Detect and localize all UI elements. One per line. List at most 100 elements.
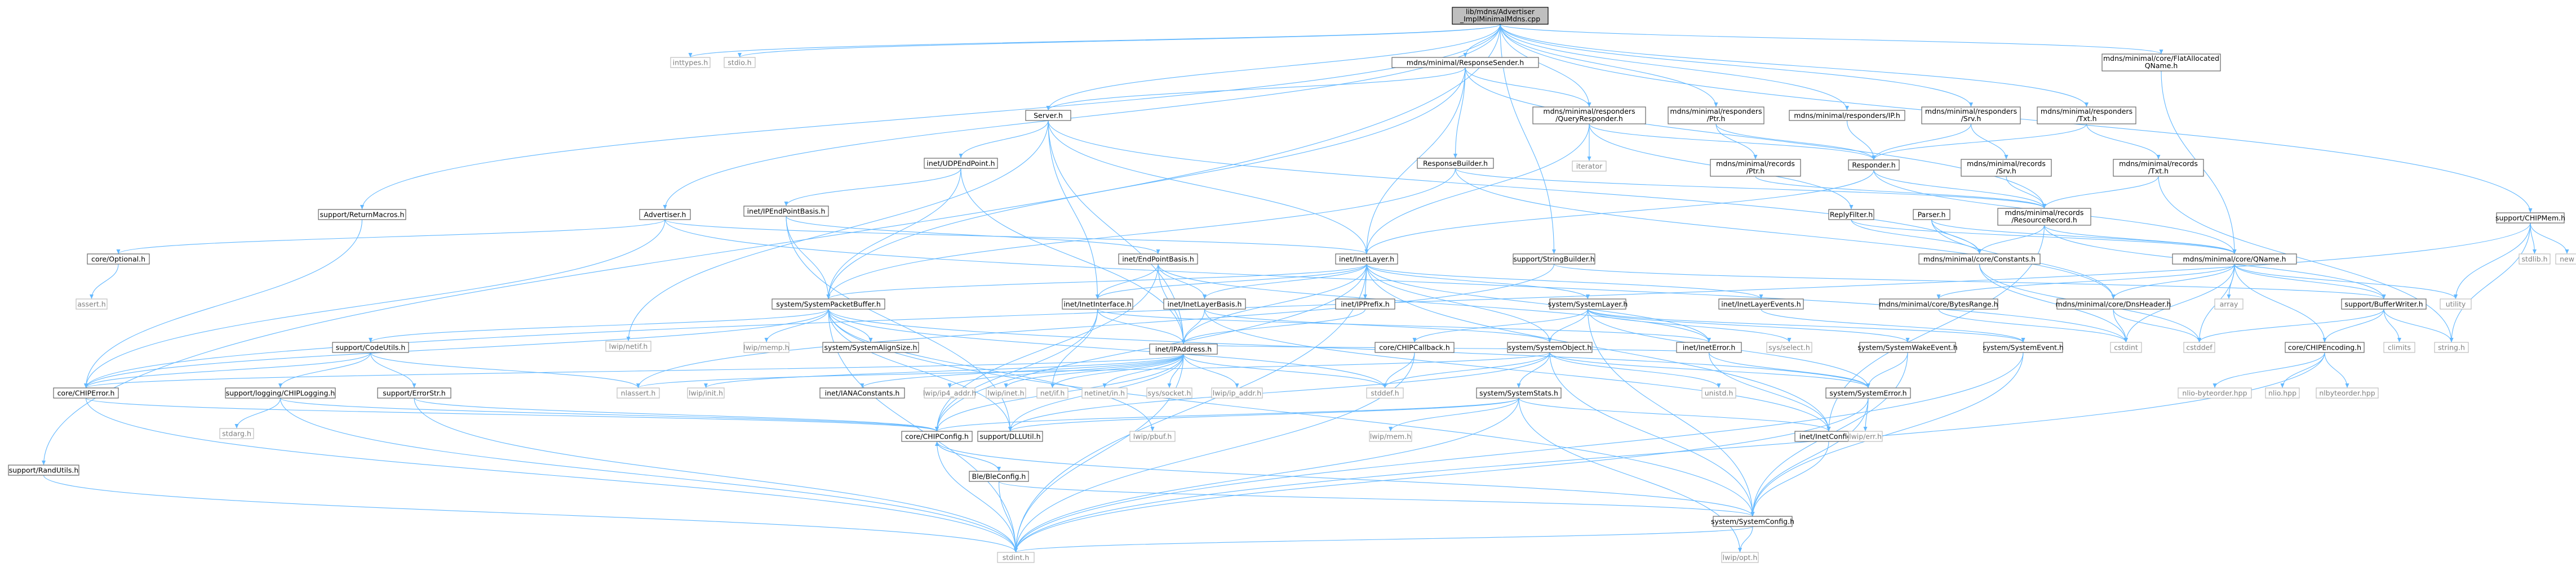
node-box-loggingchip bbox=[225, 387, 336, 399]
arrowhead-root-to-flatqname bbox=[2159, 50, 2163, 54]
arrowhead-chiperror-to-stdint bbox=[1014, 548, 1018, 552]
node-chiperror[interactable]: core/CHIPError.h bbox=[53, 387, 119, 399]
edge-inetlayer-to-inetconfig bbox=[1366, 264, 1829, 432]
node-label-responsesender: mdns/minimal/ResponseSender.h bbox=[1407, 59, 1524, 67]
arrowhead-advertiser-to-optional bbox=[116, 249, 121, 254]
node-advertiser[interactable]: Advertiser.h bbox=[639, 209, 691, 220]
node-box-systats bbox=[1476, 387, 1562, 399]
node-chipcallback[interactable]: core/CHIPCallback.h bbox=[1375, 342, 1455, 353]
node-resp_txt[interactable]: mdns/minimal/responders/Txt.h bbox=[2037, 106, 2136, 124]
arrowhead-sysobject-to-systats bbox=[1517, 383, 1521, 388]
node-label-queryresponder: /QueryResponder.h bbox=[1555, 114, 1623, 123]
node-randutils[interactable]: support/RandUtils.h bbox=[8, 465, 79, 476]
node-syserror[interactable]: system/SystemError.h bbox=[1825, 387, 1911, 399]
node-optional[interactable]: core/Optional.h bbox=[87, 253, 150, 265]
node-stringbuilder[interactable]: support/StringBuilder.h bbox=[1513, 253, 1595, 265]
edge-dnsheader-to-cstdint bbox=[2113, 309, 2127, 343]
node-resourcerecord[interactable]: mdns/minimal/records/ResourceRecord.h bbox=[1997, 208, 2091, 226]
node-sysconfig[interactable]: system/SystemConfig.h bbox=[1711, 516, 1794, 527]
node-errorstr[interactable]: support/ErrorStr.h bbox=[377, 387, 451, 399]
edge-syserror-to-sysconfig bbox=[1752, 398, 1869, 517]
node-systats[interactable]: system/SystemStats.h bbox=[1476, 387, 1562, 399]
node-server[interactable]: Server.h bbox=[1025, 110, 1071, 121]
arrowhead-udpendpoint-to-ipendpointbasis bbox=[784, 202, 788, 206]
node-box-codeutils bbox=[332, 342, 409, 353]
node-resp_ip[interactable]: mdns/minimal/responders/IP.h bbox=[1789, 110, 1905, 121]
node-box-inttypes bbox=[670, 57, 711, 68]
arrowhead-systats-to-inetconfig bbox=[1826, 427, 1831, 431]
node-rec_ptr[interactable]: mdns/minimal/records/Ptr.h bbox=[1710, 159, 1801, 177]
node-chipconfig[interactable]: core/CHIPConfig.h bbox=[901, 431, 973, 442]
node-returnmacros[interactable]: support/ReturnMacros.h bbox=[318, 209, 406, 220]
node-queryresponder[interactable]: mdns/minimal/responders/QueryResponder.h bbox=[1532, 106, 1646, 124]
node-lwipinet: lwip/inet.h bbox=[986, 387, 1026, 399]
node-dnsheader[interactable]: mdns/minimal/core/DnsHeader.h bbox=[2056, 298, 2171, 310]
node-codeutils[interactable]: support/CodeUtils.h bbox=[332, 342, 409, 353]
edge-codeutils-to-chiperror bbox=[85, 352, 371, 389]
node-rec_txt[interactable]: mdns/minimal/records/Txt.h bbox=[2113, 159, 2204, 177]
node-label-server: Server.h bbox=[1034, 111, 1063, 120]
node-root[interactable]: lib/mdns/Advertiser_ImplMinimalMdns.cpp bbox=[1452, 7, 1549, 25]
edge-responsebuilder-to-resourcerecord bbox=[1455, 168, 2045, 209]
edge-bufferwriter-to-chipencoding bbox=[2324, 309, 2384, 343]
node-ipprefix[interactable]: inet/IPPrefix.h bbox=[1335, 298, 1395, 310]
node-replyfilter[interactable]: ReplyFilter.h bbox=[1828, 209, 1874, 220]
edge-rec_txt-to-resourcerecord bbox=[2043, 176, 2159, 209]
node-ianaconstants[interactable]: inet/IANAConstants.h bbox=[819, 387, 905, 399]
arrowhead-inetconfig-to-sysconfig bbox=[1750, 512, 1755, 516]
node-label-ipaddress: inet/IPAddress.h bbox=[1155, 345, 1212, 354]
node-label-unistd: unistd.h bbox=[1705, 389, 1733, 398]
node-responder[interactable]: Responder.h bbox=[1848, 159, 1900, 171]
node-inetlayerbasis[interactable]: inet/InetLayerBasis.h bbox=[1163, 298, 1246, 310]
node-responsebuilder[interactable]: ResponseBuilder.h bbox=[1417, 158, 1494, 169]
node-bleconfig[interactable]: Ble/BleConfig.h bbox=[969, 471, 1029, 482]
edge-ineterror-to-inetconfig bbox=[1708, 352, 1829, 432]
node-inetlayer[interactable]: inet/InetLayer.h bbox=[1335, 253, 1398, 265]
arrowhead-responsesender-to-server bbox=[1046, 106, 1050, 110]
node-syspacketbuffer[interactable]: system/SystemPacketBuffer.h bbox=[772, 298, 885, 310]
node-parser[interactable]: Parser.h bbox=[1913, 209, 1950, 220]
node-constants[interactable]: mdns/minimal/core/Constants.h bbox=[1918, 253, 2041, 265]
edge-systats-to-inetconfig bbox=[1518, 398, 1829, 432]
node-resp_ptr[interactable]: mdns/minimal/responders/Ptr.h bbox=[1668, 106, 1764, 124]
node-dlutil[interactable]: support/DLLUtil.h bbox=[977, 431, 1043, 442]
arrowhead-root-to-stdio bbox=[738, 53, 742, 57]
node-sysalignsize[interactable]: system/SystemAlignSize.h bbox=[822, 342, 919, 353]
node-box-nlbyteorderhpp bbox=[2178, 387, 2252, 399]
node-chipencoding[interactable]: core/CHIPEncoding.h bbox=[2285, 342, 2365, 353]
node-label-rec_txt: /Txt.h bbox=[2148, 167, 2169, 175]
node-endpointbasis[interactable]: inet/EndPointBasis.h bbox=[1118, 253, 1198, 265]
node-chipmem[interactable]: support/CHIPMem.h bbox=[2495, 212, 2565, 224]
arrowhead-ipaddress-to-lwipipaddr bbox=[1235, 383, 1239, 388]
node-bufferwriter[interactable]: support/BufferWriter.h bbox=[2341, 298, 2427, 310]
node-inetinterface[interactable]: inet/InetInterface.h bbox=[1062, 298, 1133, 310]
node-box-queryresponder bbox=[1532, 106, 1646, 124]
node-ipaddress[interactable]: inet/IPAddress.h bbox=[1149, 343, 1218, 355]
arrowhead-optional-to-assert bbox=[90, 294, 94, 299]
node-rec_srv[interactable]: mdns/minimal/records/Srv.h bbox=[1961, 159, 2052, 177]
node-responsesender[interactable]: mdns/minimal/ResponseSender.h bbox=[1391, 57, 1539, 68]
node-box-syswakeevent bbox=[1859, 342, 1956, 353]
node-syslayer[interactable]: system/SystemLayer.h bbox=[1548, 298, 1628, 310]
node-qname[interactable]: mdns/minimal/core/QName.h bbox=[2172, 253, 2297, 265]
edge-ipendpointbasis-to-endpointbasis bbox=[786, 216, 1159, 255]
arrowhead-syspacketbuffer-to-lwippbuf bbox=[1150, 427, 1155, 431]
node-ineterror[interactable]: inet/InetError.h bbox=[1676, 342, 1742, 353]
node-label-rec_ptr: mdns/minimal/records bbox=[1716, 159, 1795, 168]
node-resp_srv[interactable]: mdns/minimal/responders/Srv.h bbox=[1921, 106, 2021, 124]
node-bytesrange[interactable]: mdns/minimal/core/BytesRange.h bbox=[1879, 298, 1998, 310]
node-ipendpointbasis[interactable]: inet/IPEndPointBasis.h bbox=[743, 206, 829, 217]
node-syswakeevent[interactable]: system/SystemWakeEvent.h bbox=[1857, 342, 1958, 353]
edge-chipencoding-to-nlbyteorderh bbox=[2324, 352, 2348, 389]
node-box-syspacketbuffer bbox=[772, 298, 885, 310]
node-sysevent[interactable]: system/SystemEvent.h bbox=[1983, 342, 2064, 353]
node-udpendpoint[interactable]: inet/UDPEndPoint.h bbox=[924, 158, 998, 169]
edge-advertiser-to-optional bbox=[118, 219, 666, 255]
node-box-bytesrange bbox=[1879, 298, 1998, 310]
node-inetlayerevents[interactable]: inet/InetLayerEvents.h bbox=[1718, 298, 1804, 310]
node-box-ipaddress bbox=[1149, 343, 1218, 355]
node-box-sysevent bbox=[1983, 342, 2063, 353]
node-loggingchip[interactable]: support/logging/CHIPLogging.h bbox=[225, 387, 336, 399]
node-sysobject[interactable]: system/SystemObject.h bbox=[1507, 342, 1593, 353]
